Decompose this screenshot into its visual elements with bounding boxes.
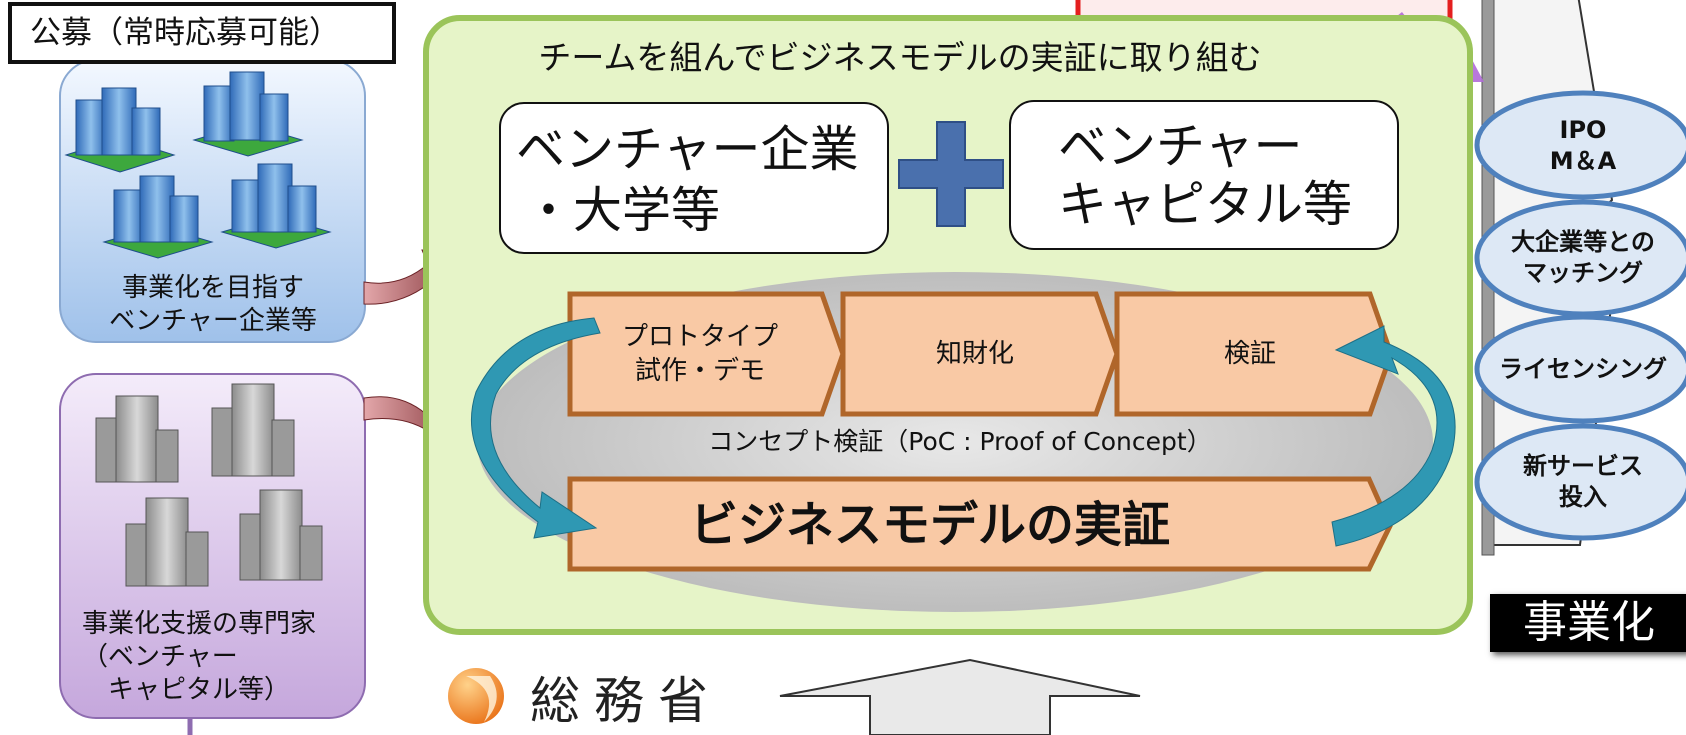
plus-icon <box>898 121 1004 227</box>
poc-label: コンセプト検証（PoC : Proof of Concept） <box>708 427 1212 456</box>
outcome-matching: 大企業等との マッチング <box>1511 228 1655 287</box>
step-chevrons <box>567 291 1394 572</box>
box2-line1: ベンチャー <box>1058 118 1303 175</box>
ministry-name: 総務省 <box>530 672 722 730</box>
main-title: チームを組んでビジネスモデルの実証に取り組む <box>538 38 1262 77</box>
oval-new-service <box>1474 423 1686 541</box>
step-verification: 検証 <box>1223 339 1276 369</box>
commercialization-label: 事業化 <box>1490 594 1686 652</box>
ventures-caption: 事業化を目指す ベンチャー企業等 <box>109 273 317 336</box>
outcome-licensing: ライセンシング <box>1499 355 1667 383</box>
box1-line1: ベンチャー企業 <box>516 121 859 178</box>
blue-buildings-icon <box>64 71 332 259</box>
teal-arrow-left <box>470 317 601 539</box>
outcome-new-service: 新サービス 投入 <box>1523 452 1643 511</box>
up-arrow <box>779 658 1141 735</box>
outcome-ipo: IPO M＆A <box>1549 116 1617 175</box>
step-ip: 知財化 <box>935 339 1014 369</box>
venture-univ-box <box>499 102 889 254</box>
oval-matching <box>1474 199 1686 317</box>
experts-caption: 事業化支援の専門家 （ベンチャー キャピタル等） <box>82 609 317 705</box>
recruitment-title: 公募（常時応募可能） <box>8 2 396 64</box>
business-model-label: ビジネスモデルの実証 <box>689 497 1170 553</box>
box2-line2: キャピタル等 <box>1058 176 1353 233</box>
box1-line2: ・大学等 <box>524 182 721 239</box>
gray-buildings-icon <box>95 383 323 587</box>
oval-licensing <box>1474 314 1686 424</box>
teal-arrow-right <box>1331 325 1456 547</box>
oval-ipo <box>1474 90 1686 200</box>
step-prototype: プロトタイプ 試作・デモ <box>621 322 778 386</box>
vc-box <box>1009 100 1399 250</box>
